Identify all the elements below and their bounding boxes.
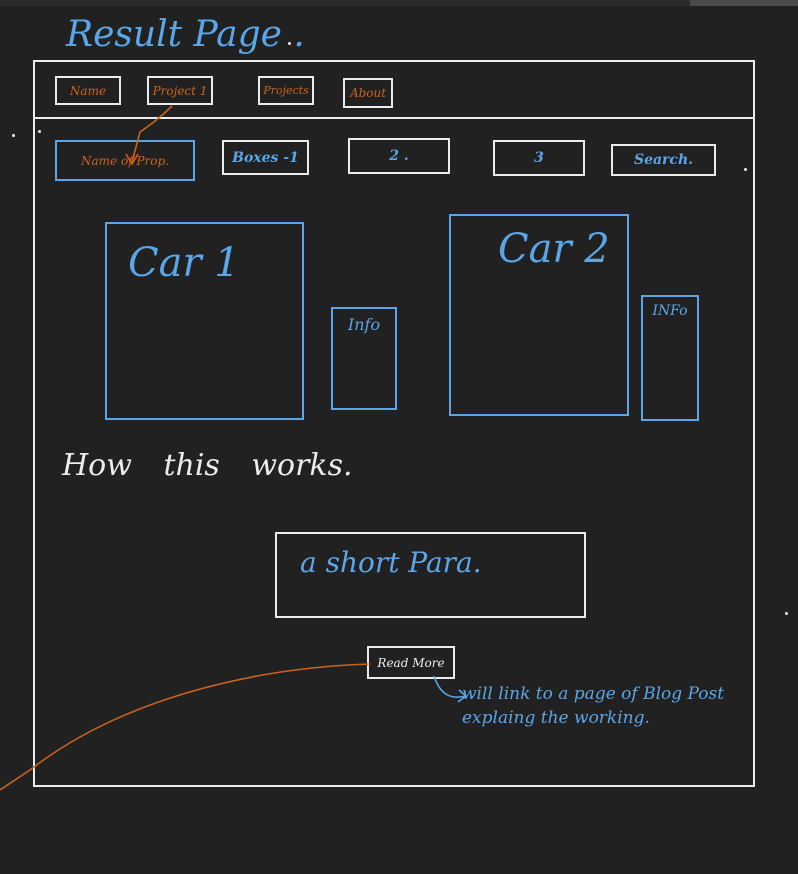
car-2-card[interactable]: [449, 214, 629, 416]
box-3-field[interactable]: 3: [493, 140, 585, 176]
search-button[interactable]: Search.: [611, 144, 716, 176]
page-title: Result Page .: [66, 14, 305, 55]
short-para-text: a short Para.: [300, 546, 482, 579]
stray-dot: [288, 42, 291, 45]
section-heading: How this works.: [62, 448, 353, 483]
scroll-thumb[interactable]: [690, 0, 798, 6]
car-2-info[interactable]: INFo: [641, 295, 699, 421]
name-of-prop-field[interactable]: Name of Prop.: [55, 140, 195, 181]
car-2-label: Car 2: [498, 226, 610, 272]
car-1-card[interactable]: [105, 222, 304, 420]
stray-dot: [38, 130, 41, 133]
box-2-field[interactable]: 2 .: [348, 138, 450, 174]
stray-dot: [744, 168, 747, 171]
nav-item-about[interactable]: About: [343, 78, 393, 108]
short-para-box: [275, 532, 586, 618]
window-top-strip: [0, 0, 798, 6]
stray-dot: [12, 134, 15, 137]
nav-item-name[interactable]: Name: [55, 76, 121, 105]
nav-item-project-1[interactable]: Project 1: [147, 76, 213, 105]
nav-bar: [33, 60, 755, 119]
annotation-note: will link to a page of Blog Post explain…: [462, 684, 725, 728]
read-more-button[interactable]: Read More: [367, 646, 455, 679]
car-1-info[interactable]: Info: [331, 307, 397, 410]
nav-item-projects[interactable]: Projects: [258, 76, 314, 105]
boxes-1-field[interactable]: Boxes -1: [222, 140, 309, 175]
stray-dot: [785, 612, 788, 615]
car-1-label: Car 1: [128, 240, 240, 286]
